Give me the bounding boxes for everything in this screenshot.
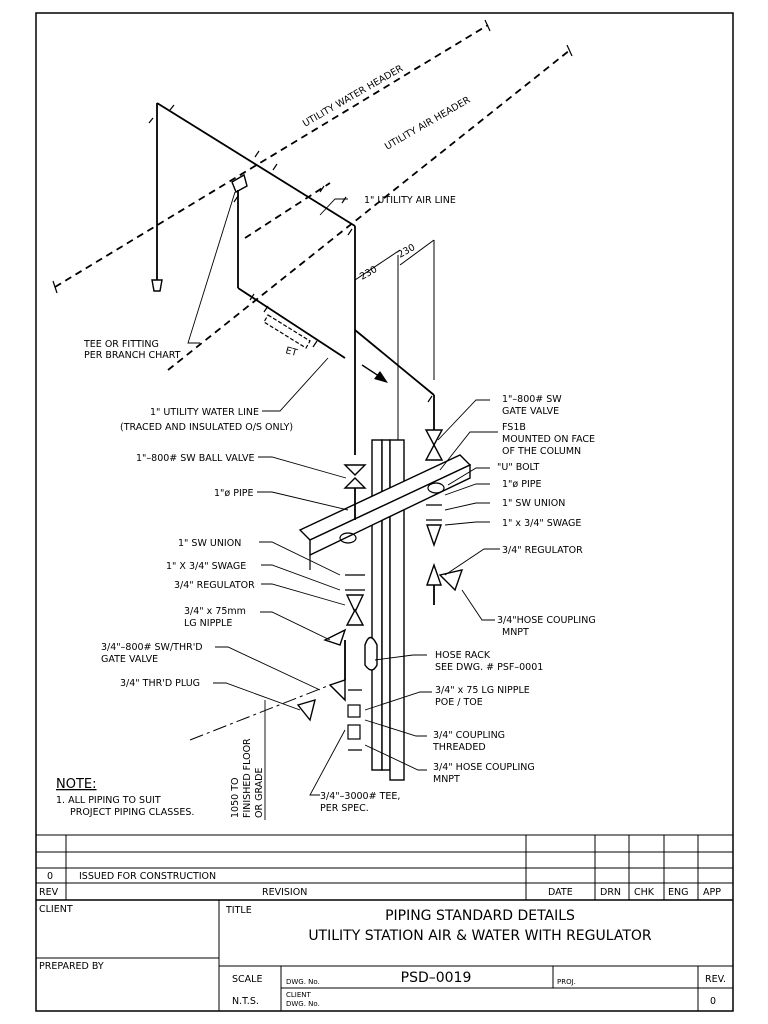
tee-fitting-label-1: TEE OR FITTING [83, 339, 159, 350]
u-bolt-label: "U" BOLT [497, 462, 540, 473]
hose-coupling-right-label-2: MNPT [502, 627, 529, 638]
title-line-2: UTILITY STATION AIR & WATER WITH REGULAT… [308, 928, 652, 944]
tee-spec-label-1: 3/4"–3000# TEE, [320, 791, 400, 802]
column-flange-right [389, 439, 405, 781]
ball-valve-left [343, 464, 367, 476]
title-line-1: PIPING STANDARD DETAILS [385, 908, 575, 924]
air-header-label: UTILITY AIR HEADER [383, 94, 473, 152]
rev-value: 0 [710, 996, 716, 1007]
title-block-text: 0 ISSUED FOR CONSTRUCTION REV REVISION D… [39, 871, 726, 1008]
et-label: ET [284, 345, 298, 359]
dim-230-a: 230 [358, 264, 379, 283]
header-app: APP [703, 887, 721, 898]
nipple-left-label-1: 3/4" x 75mm [184, 606, 246, 617]
pipe-left-label: 1"ø PIPE [214, 488, 254, 499]
hose-rack-label-1: HOSE RACK [435, 650, 491, 661]
piping-geometry [52, 19, 573, 781]
column-flange-left [371, 439, 383, 771]
union-right-label: 1" SW UNION [502, 498, 565, 509]
note-heading: NOTE: [56, 777, 97, 792]
scale-label: SCALE [232, 974, 262, 985]
header-drn: DRN [600, 887, 621, 898]
dim-230-b: 230 [396, 242, 417, 261]
drawing-labels: UTILITY WATER HEADER UTILITY AIR HEADER … [56, 63, 596, 820]
hose-coupling-low-label-2: MNPT [433, 774, 460, 785]
gate-valve-right-label-2: GATE VALVE [502, 406, 559, 417]
title-block [36, 834, 733, 1011]
floor-label-1: 1050 TO [230, 778, 241, 818]
nipple-right-label-2: POE / TOE [435, 697, 483, 708]
client-dwg-label-1: CLIENT [286, 991, 312, 999]
prepared-by-label: PREPARED BY [39, 961, 104, 972]
gate-valve-left-label-2: GATE VALVE [101, 654, 158, 665]
leader-lines [187, 191, 500, 796]
fs1b-label-3: OF THE COLUMN [502, 446, 581, 457]
air-line-label: 1" UTILITY AIR LINE [364, 195, 456, 206]
header-eng: ENG [668, 887, 688, 898]
water-line-label-2: (TRACED AND INSULATED O/S ONLY) [120, 422, 293, 433]
floor-label-2: FINISHED FLOOR [242, 738, 253, 818]
tee-fitting-label-2: PER BRANCH CHART [84, 350, 181, 361]
water-line-label-1: 1" UTILITY WATER LINE [150, 407, 259, 418]
tee-spec-label-2: PER SPEC. [320, 803, 369, 814]
water-header-line [54, 24, 489, 288]
dwg-no-value: PSD–0019 [401, 970, 472, 986]
dwg-no-label: DWG. No. [286, 978, 320, 986]
nipple-right-label-1: 3/4" x 75 LG NIPPLE [435, 685, 530, 696]
water-header-label: UTILITY WATER HEADER [301, 63, 405, 130]
swage-left-label: 1" X 3/4" SWAGE [166, 561, 246, 572]
pipe-right-label: 1"ø PIPE [502, 479, 542, 490]
rev-label: REV. [705, 974, 726, 985]
fs1b-label-1: FS1B [502, 422, 526, 433]
title-label: TITLE [225, 905, 252, 916]
client-dwg-label-2: DWG. No. [286, 1000, 320, 1008]
scale-value: N.T.S. [232, 996, 259, 1007]
regulator-right-label: 3/4" REGULATOR [502, 545, 583, 556]
nipple-left-label-2: LG NIPPLE [184, 618, 232, 629]
swage-right-label: 1" x 3/4" SWAGE [502, 518, 581, 529]
note-line-2: PROJECT PIPING CLASSES. [70, 807, 194, 818]
ball-valve-label: 1"–800# SW BALL VALVE [136, 453, 254, 464]
floor-label-3: OR GRADE [254, 768, 265, 819]
hose-coupling-right-label-1: 3/4"HOSE COUPLING [497, 615, 596, 626]
gate-valve-left-label-1: 3/4"–800# SW/THR'D [101, 642, 203, 653]
header-date: DATE [548, 887, 573, 898]
rev-row-number: 0 [47, 871, 53, 882]
header-chk: CHK [634, 887, 655, 898]
header-rev: REV [39, 887, 59, 898]
hose-rack [364, 636, 378, 671]
coupling-label-2: THREADED [432, 742, 486, 753]
rev-row-description: ISSUED FOR CONSTRUCTION [79, 871, 216, 882]
fs1b-label-2: MOUNTED ON FACE [502, 434, 595, 445]
plug-label: 3/4" THR'D PLUG [120, 678, 200, 689]
header-revision: REVISION [262, 887, 307, 898]
note-line-1: 1. ALL PIPING TO SUIT [56, 795, 161, 806]
water-run-line [156, 102, 356, 227]
gate-valve-right [424, 429, 444, 447]
proj-label: PROJ. [557, 978, 576, 986]
hose-coupling-low-label-1: 3/4" HOSE COUPLING [433, 762, 535, 773]
client-label: CLIENT [39, 904, 73, 915]
drawing-border [35, 12, 734, 1012]
gate-valve-right-label-1: 1"–800# SW [502, 394, 562, 405]
plug-centerline [189, 684, 331, 741]
regulator-left-label: 3/4" REGULATOR [174, 580, 255, 591]
union-left-label: 1" SW UNION [178, 538, 241, 549]
air-header-line [167, 49, 571, 371]
hose-rack-label-2: SEE DWG. # PSF–0001 [435, 662, 543, 673]
coupling-label-1: 3/4" COUPLING [433, 730, 505, 741]
